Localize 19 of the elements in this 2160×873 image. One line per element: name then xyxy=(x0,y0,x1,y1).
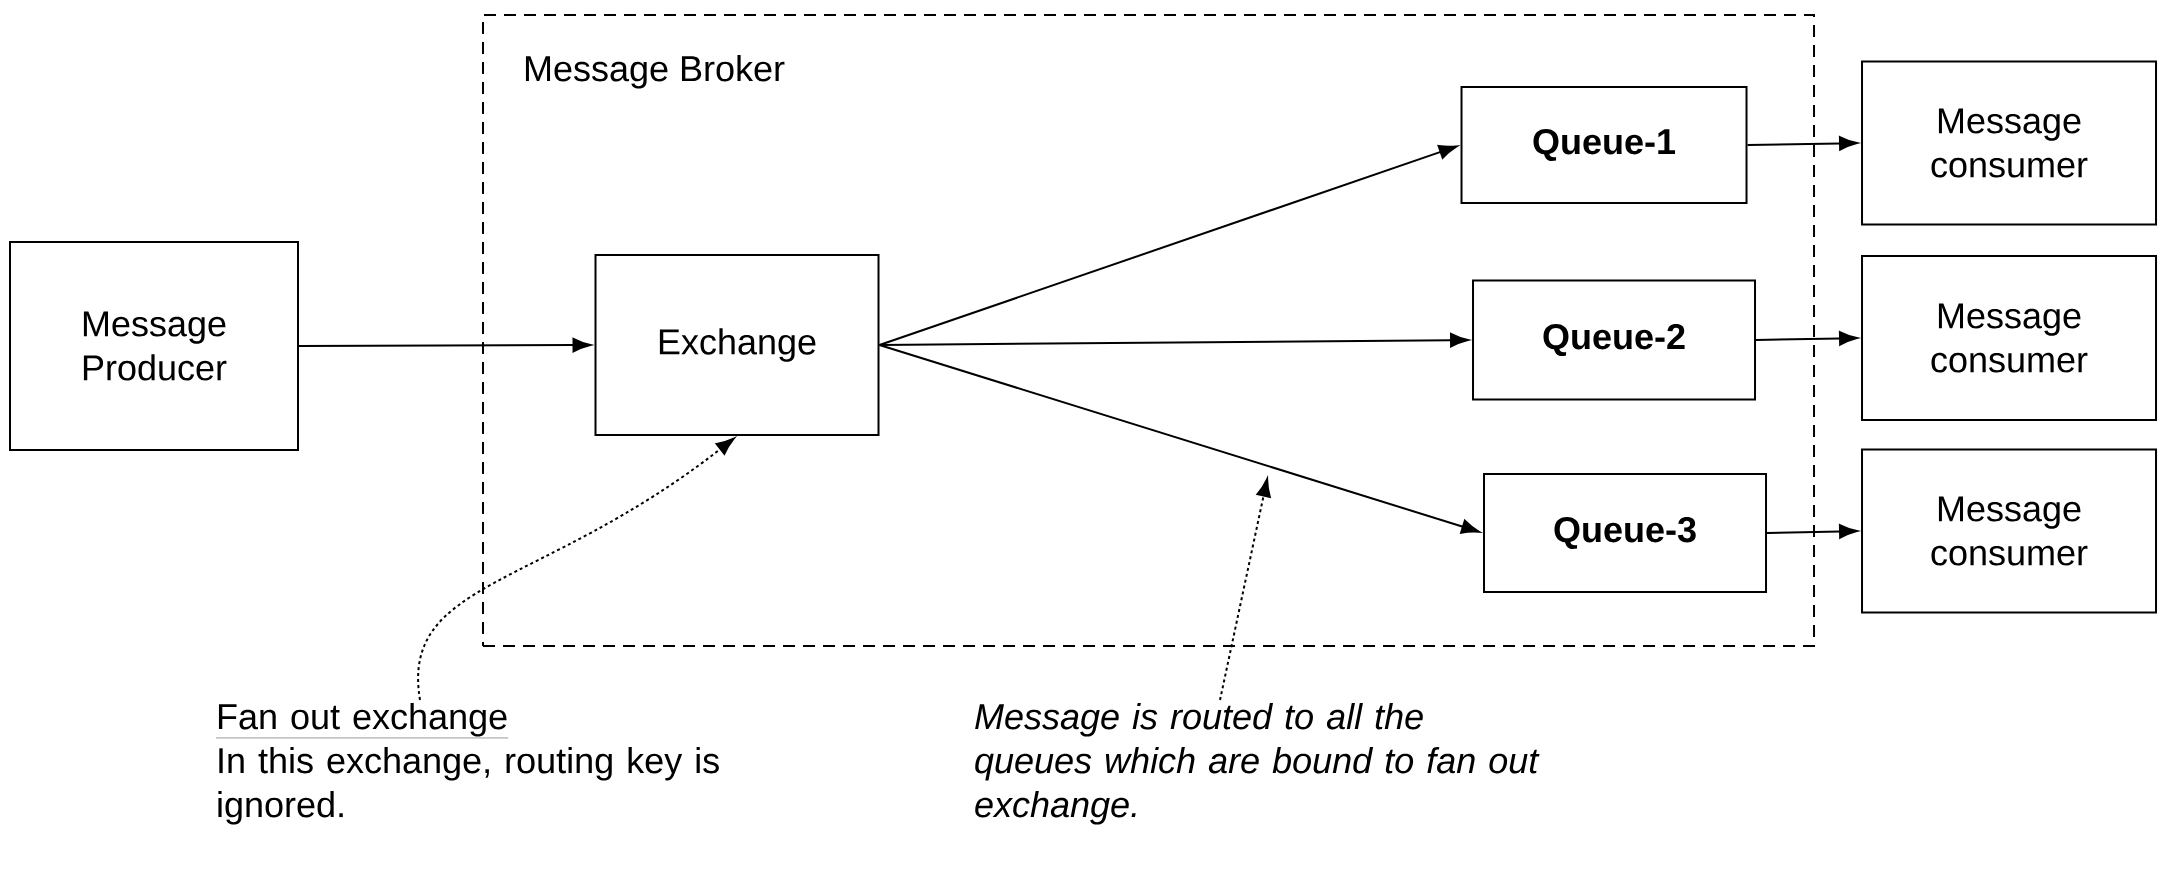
leader-line xyxy=(1219,478,1271,701)
queue-box: Queue-3 xyxy=(1483,473,1767,593)
leader-line xyxy=(417,437,735,701)
process-box: Message consumer xyxy=(1861,448,2158,614)
arrow xyxy=(1746,136,1858,151)
annotation-text: Message is routed to all the queues which are bound to fan out exchange. xyxy=(975,703,1540,825)
arrow xyxy=(878,144,1458,346)
queue-box: Queue-2 xyxy=(1472,279,1756,401)
process-box: Message Producer xyxy=(9,241,299,451)
annotation-text: Fan out exchange In this exchange, routing key is ignored. xyxy=(215,703,719,825)
arrow xyxy=(878,344,1480,534)
arrow xyxy=(298,337,592,353)
process-box: Exchange xyxy=(594,254,880,436)
arrow xyxy=(1766,524,1858,539)
queue-box: Queue-1 xyxy=(1460,86,1748,204)
process-box: Message consumer xyxy=(1861,60,2158,226)
arrow xyxy=(1755,331,1858,346)
process-box: Message consumer xyxy=(1861,255,2158,421)
arrow xyxy=(878,332,1469,348)
